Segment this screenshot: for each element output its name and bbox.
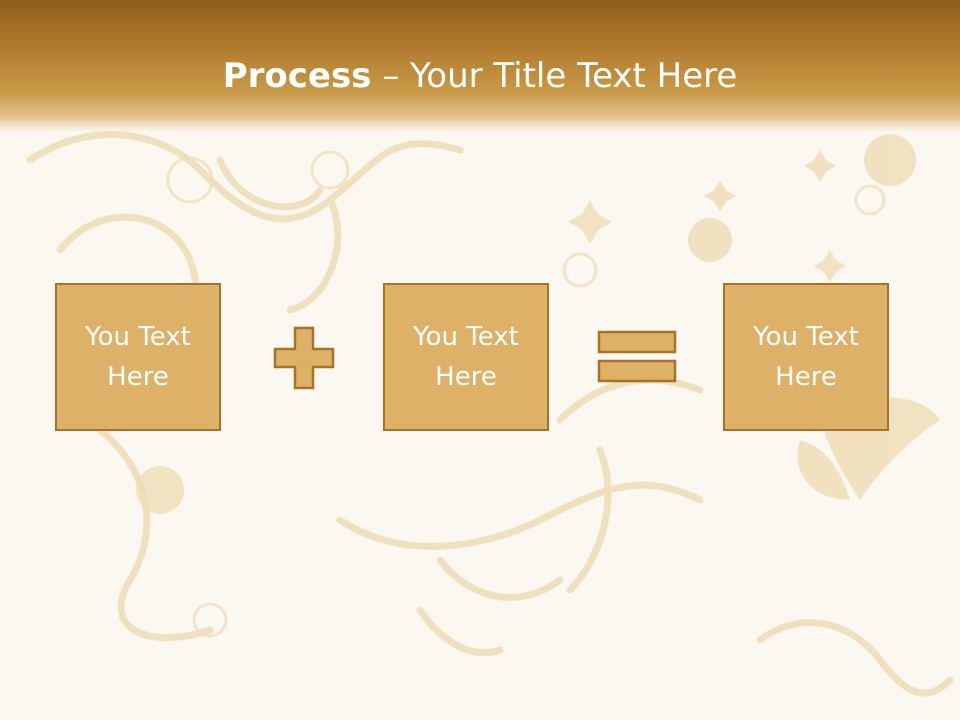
process-box-1[interactable]: You Text Here	[55, 283, 221, 431]
process-box-2-text: You Text Here	[413, 322, 519, 392]
title-rest: – Your Title Text Here	[371, 56, 738, 96]
process-box-1-text: You Text Here	[85, 322, 191, 392]
title-bar	[0, 0, 960, 132]
plus-icon	[273, 326, 335, 390]
process-box-2[interactable]: You Text Here	[383, 283, 549, 431]
equals-icon	[597, 330, 677, 383]
process-box-3[interactable]: You Text Here	[723, 283, 889, 431]
slide-title: Process – Your Title Text Here	[0, 52, 960, 100]
process-box-3-text: You Text Here	[753, 322, 859, 392]
title-bold: Process	[222, 56, 372, 96]
